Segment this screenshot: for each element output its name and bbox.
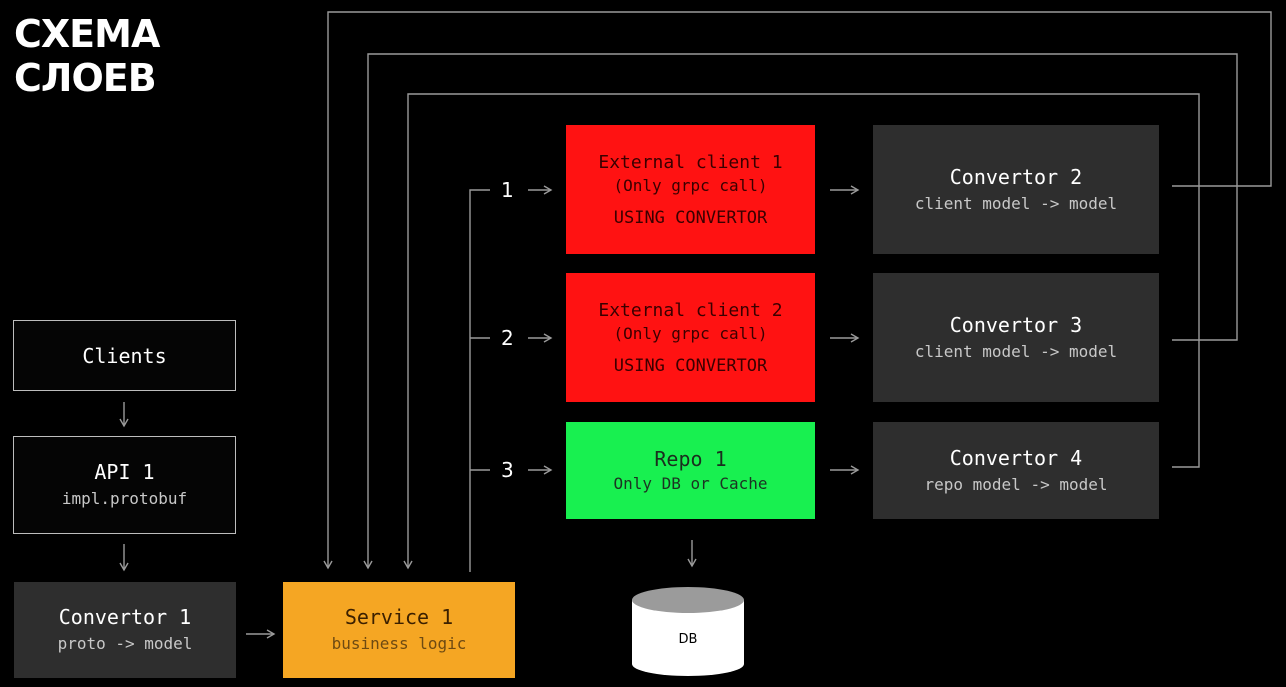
convertor1-sub: proto -> model	[57, 634, 193, 653]
title-line-1: СХЕМА	[14, 12, 160, 56]
api1-box: API 1 impl.protobuf	[13, 436, 236, 534]
repo1-label: Repo 1	[654, 446, 727, 471]
convertor4-sub: repo model -> model	[924, 474, 1108, 494]
external-client-2-box: External client 2 (Only grpc call) USING…	[566, 273, 815, 402]
external-client-1-note: USING CONVERTOR	[613, 207, 768, 228]
service1-sub: business logic	[331, 634, 467, 653]
service1-label: Service 1	[344, 605, 454, 629]
service1-box: Service 1 business logic	[283, 582, 515, 678]
convertor4-box: Convertor 4 repo model -> model	[873, 422, 1159, 519]
external-client-1-label: External client 1	[598, 151, 783, 173]
title-line-2: СЛОЕВ	[14, 56, 157, 100]
convertor3-sub: client model -> model	[914, 341, 1118, 361]
convertor2-sub: client model -> model	[914, 193, 1118, 213]
diagram-title: СХЕМА СЛОЕВ	[14, 12, 160, 100]
branch-number-2: 2	[501, 326, 514, 350]
convertor1-box: Convertor 1 proto -> model	[14, 582, 236, 678]
return-line-convertor4	[403, 93, 1200, 570]
db-label: DB	[678, 632, 698, 647]
convertor2-box: Convertor 2 client model -> model	[873, 125, 1159, 254]
external-client-2-note: USING CONVERTOR	[613, 355, 768, 376]
api1-sub: impl.protobuf	[61, 489, 188, 508]
convertor4-label: Convertor 4	[949, 445, 1083, 470]
return-line-convertor3	[363, 53, 1238, 570]
convertor2-label: Convertor 2	[949, 164, 1083, 189]
external-client-2-sub: (Only grpc call)	[613, 323, 768, 343]
convertor3-label: Convertor 3	[949, 312, 1083, 337]
external-client-1-sub: (Only grpc call)	[613, 175, 768, 195]
clients-label: Clients	[82, 343, 167, 368]
convertor1-label: Convertor 1	[58, 605, 192, 629]
return-line-convertor2	[323, 11, 1272, 570]
api1-label: API 1	[94, 460, 155, 484]
branch-number-1: 1	[501, 178, 514, 202]
repo1-sub: Only DB or Cache	[613, 473, 768, 493]
db-cylinder	[632, 587, 744, 676]
branch-bracket	[469, 189, 490, 572]
external-client-1-box: External client 1 (Only grpc call) USING…	[566, 125, 815, 254]
convertor3-box: Convertor 3 client model -> model	[873, 273, 1159, 402]
branch-number-3: 3	[501, 458, 514, 482]
external-client-2-label: External client 2	[598, 299, 783, 321]
repo1-box: Repo 1 Only DB or Cache	[566, 422, 815, 519]
clients-box: Clients	[13, 320, 236, 391]
